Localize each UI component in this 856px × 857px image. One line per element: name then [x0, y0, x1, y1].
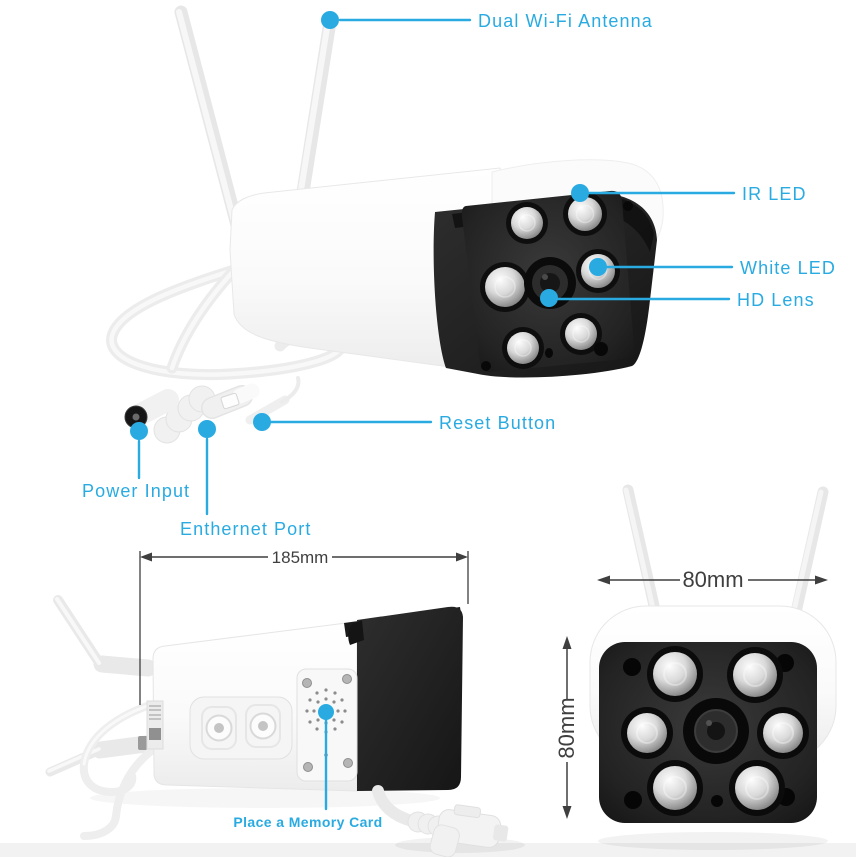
- front-led-bulb: [621, 707, 673, 759]
- barcode-label: [146, 700, 164, 750]
- side-antennas: [45, 595, 157, 777]
- screw-hole: [623, 201, 633, 211]
- callout-dot-dual-wifi-antenna: [321, 11, 339, 29]
- front-led-bulb: [757, 707, 809, 759]
- hd-lens: [524, 257, 576, 309]
- front-led-bulb: [647, 646, 703, 702]
- front-view-shadow: [598, 832, 828, 850]
- callout-dot-hd-lens: [540, 289, 558, 307]
- white-led-bulb: [480, 262, 530, 312]
- side-cables: [79, 701, 154, 840]
- hero-camera-head: [433, 159, 664, 378]
- antenna-connector: [138, 736, 148, 750]
- ir-led-bulb: [563, 192, 607, 236]
- front-led-bulb: [647, 760, 703, 816]
- front-led-bulb: [729, 760, 785, 816]
- dimension-185mm: 185mm: [139, 548, 469, 705]
- callout-label-dual-wifi-antenna: Dual Wi-Fi Antenna: [478, 11, 653, 31]
- side-pigtail: [372, 785, 509, 857]
- screw-hole: [594, 342, 608, 356]
- callout-dot-white-led: [589, 258, 607, 276]
- callout-label-power-input: Power Input: [82, 481, 190, 501]
- panel-screw: [342, 674, 352, 684]
- front-led-bulb: [727, 647, 783, 703]
- callout-label-memory-card: Place a Memory Card: [233, 814, 382, 830]
- dimension-height-label: 80mm: [554, 697, 579, 758]
- ir-led-bulb: [560, 313, 602, 355]
- dimension-80mm-width: 80mm: [597, 567, 828, 592]
- hero-antenna-right: [296, 21, 336, 199]
- dimension-length-label: 185mm: [272, 548, 329, 567]
- side-head: [344, 606, 463, 791]
- hero-camera-illustration: [106, 5, 664, 444]
- callout-label-reset-button: Reset Button: [439, 413, 556, 433]
- reset-pigtail: [245, 376, 301, 425]
- front-lens: [683, 698, 749, 764]
- front-mic-hole: [711, 795, 723, 807]
- front-view-illustration: [589, 484, 837, 823]
- ethernet-pigtail: [201, 383, 260, 419]
- panel-screw: [302, 678, 312, 688]
- mic-hole: [545, 348, 553, 358]
- callout-label-hd-lens: HD Lens: [737, 290, 815, 310]
- panel-screw: [303, 762, 313, 772]
- panel-screw: [343, 758, 353, 768]
- ir-led-bulb: [506, 202, 548, 244]
- ir-led-bulb: [502, 327, 544, 369]
- callout-dot-reset-button: [253, 413, 271, 431]
- callout-dot-memory-card: [318, 704, 334, 720]
- front-antennas: [622, 484, 829, 636]
- callout-dot-ir-led: [571, 184, 589, 202]
- screw-hole: [481, 361, 491, 371]
- callout-dot-power-input: [130, 422, 148, 440]
- side-view-illustration: [45, 595, 509, 857]
- callout-label-white-led: White LED: [740, 258, 836, 278]
- callout-label-ethernet-port: Enthernet Port: [180, 519, 311, 539]
- mount-plate: [189, 696, 293, 760]
- floor-band: [0, 843, 856, 857]
- dimension-width-label: 80mm: [682, 567, 743, 592]
- callout-label-ir-led: IR LED: [742, 184, 807, 204]
- dimension-80mm-height: 80mm: [554, 636, 579, 819]
- callouts: Dual Wi-Fi Antenna IR LED White LED HD L…: [82, 11, 836, 830]
- callout-dot-ethernet-port: [198, 420, 216, 438]
- floor-shadows: [0, 832, 856, 857]
